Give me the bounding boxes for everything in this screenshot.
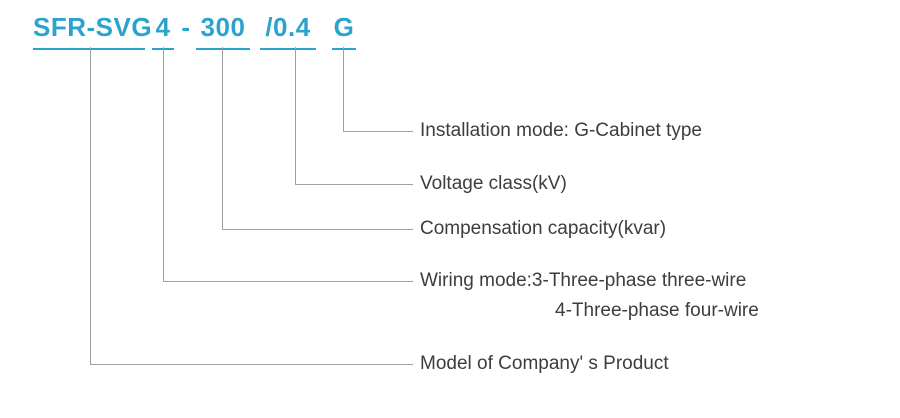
label-wiring-mode: Wiring mode:3-Three-phase three-wire 4-T…	[420, 266, 759, 326]
code-segment-dash: -	[181, 12, 191, 42]
connector-voltage	[295, 47, 413, 185]
connector-installation	[343, 47, 413, 132]
code-segment-series: SFR-SVG	[33, 12, 152, 50]
code-segment-voltage: /0.4	[260, 12, 316, 50]
label-compensation-capacity: Compensation capacity(kvar)	[420, 218, 667, 239]
label-product-model: Model of Company' s Product	[420, 353, 669, 374]
connector-model	[90, 47, 413, 365]
label-wiring-mode-line1: Wiring mode:3-Three-phase three-wire	[420, 270, 747, 291]
label-wiring-mode-line2: 4-Three-phase four-wire	[555, 300, 759, 321]
connector-wiring	[163, 47, 413, 282]
connector-capacity	[222, 47, 413, 230]
code-segment-installation: G	[332, 12, 356, 50]
code-segment-capacity: 300	[196, 12, 250, 50]
label-installation-mode: Installation mode: G-Cabinet type	[420, 120, 702, 141]
label-voltage-class: Voltage class(kV)	[420, 173, 567, 194]
code-segment-wiring-mode: 4	[152, 12, 174, 50]
